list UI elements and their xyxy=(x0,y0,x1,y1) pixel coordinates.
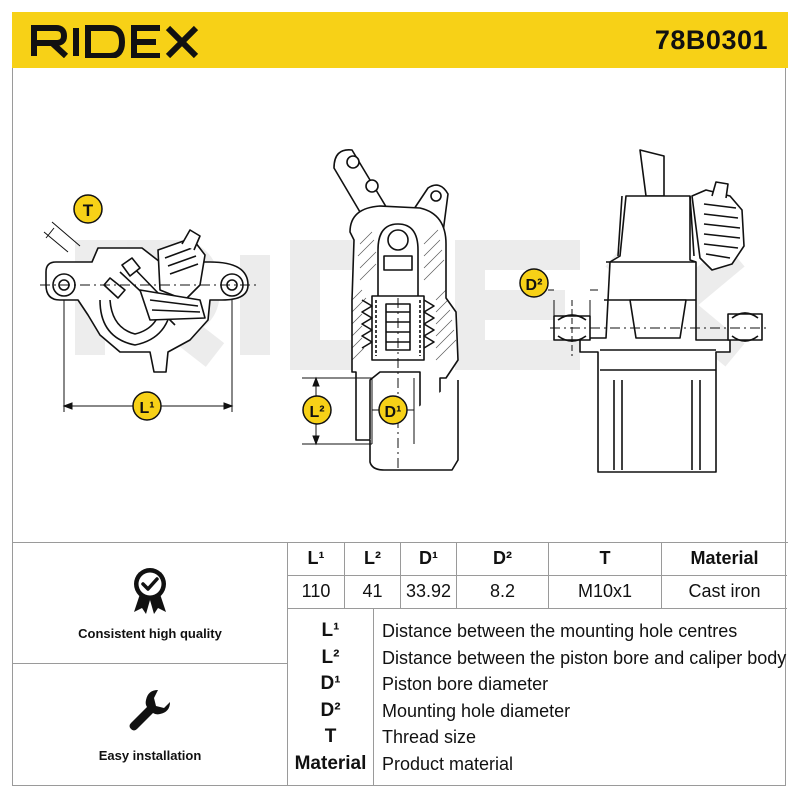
quality-seal-icon xyxy=(134,568,166,614)
divider xyxy=(661,542,662,608)
caliper-side-view xyxy=(553,149,763,473)
spec-value-l2: 41 xyxy=(362,581,383,601)
wrench-icon xyxy=(129,690,170,731)
svg-text:T: T xyxy=(83,201,94,220)
marker-l2: L² xyxy=(302,395,332,425)
legend-code-d2: D² xyxy=(320,700,341,721)
legend-text-t: Thread size xyxy=(382,726,477,747)
marker-d1: D¹ xyxy=(378,395,408,425)
divider xyxy=(12,663,287,664)
part-number: 78B0301 xyxy=(654,25,768,55)
technical-diagram: T L¹ L² D¹ D² xyxy=(40,149,770,473)
legend-code-l2: L² xyxy=(321,647,340,668)
legend-text-d1: Piston bore diameter xyxy=(382,673,549,694)
spec-header-l1: L¹ xyxy=(307,548,325,568)
divider xyxy=(400,542,401,608)
spec-value-material: Cast iron xyxy=(688,581,761,601)
section-hatching xyxy=(351,229,457,361)
divider xyxy=(287,575,787,576)
ridex-logo xyxy=(31,25,199,58)
divider xyxy=(287,542,288,786)
marker-t: T xyxy=(73,194,103,224)
spec-value-d2: 8.2 xyxy=(489,581,516,601)
legend-code-l1: L¹ xyxy=(321,620,340,641)
legend-code-d1: D¹ xyxy=(320,673,341,694)
legend-text-l2: Distance between the piston bore and cal… xyxy=(382,647,787,668)
caliper-rear-view xyxy=(45,229,249,373)
divider xyxy=(548,542,549,608)
svg-text:L²: L² xyxy=(309,404,324,421)
spec-header-d1: D¹ xyxy=(419,548,438,568)
divider xyxy=(373,608,374,786)
content-frame xyxy=(12,68,786,786)
legend-code-t: T xyxy=(324,726,337,747)
spec-header-t: T xyxy=(599,548,611,568)
spec-value-t: M10x1 xyxy=(577,581,633,601)
marker-d2: D² xyxy=(519,268,549,298)
legend-text-l1: Distance between the mounting hole centr… xyxy=(382,620,738,641)
marker-l1: L¹ xyxy=(132,391,162,421)
divider xyxy=(287,608,787,609)
divider xyxy=(456,542,457,608)
dimension-d2 xyxy=(548,289,770,356)
divider xyxy=(344,542,345,608)
svg-text:D¹: D¹ xyxy=(385,404,402,421)
spec-header-material: Material xyxy=(690,548,759,568)
legend-text-d2: Mounting hole diameter xyxy=(382,700,571,721)
legend-code-material: Material xyxy=(294,753,367,774)
dimension-t xyxy=(43,221,81,253)
badge-quality-label: Consistent high quality xyxy=(78,626,222,641)
svg-text:L¹: L¹ xyxy=(139,400,154,417)
spec-header-l2: L² xyxy=(364,548,381,568)
badge-installation-label: Easy installation xyxy=(98,748,202,763)
legend-text-material: Product material xyxy=(382,753,514,774)
spec-header-d2: D² xyxy=(493,548,512,568)
svg-text:D²: D² xyxy=(526,277,543,294)
spec-value-d1: 33.92 xyxy=(405,581,452,601)
spec-value-l1: 110 xyxy=(301,581,331,601)
